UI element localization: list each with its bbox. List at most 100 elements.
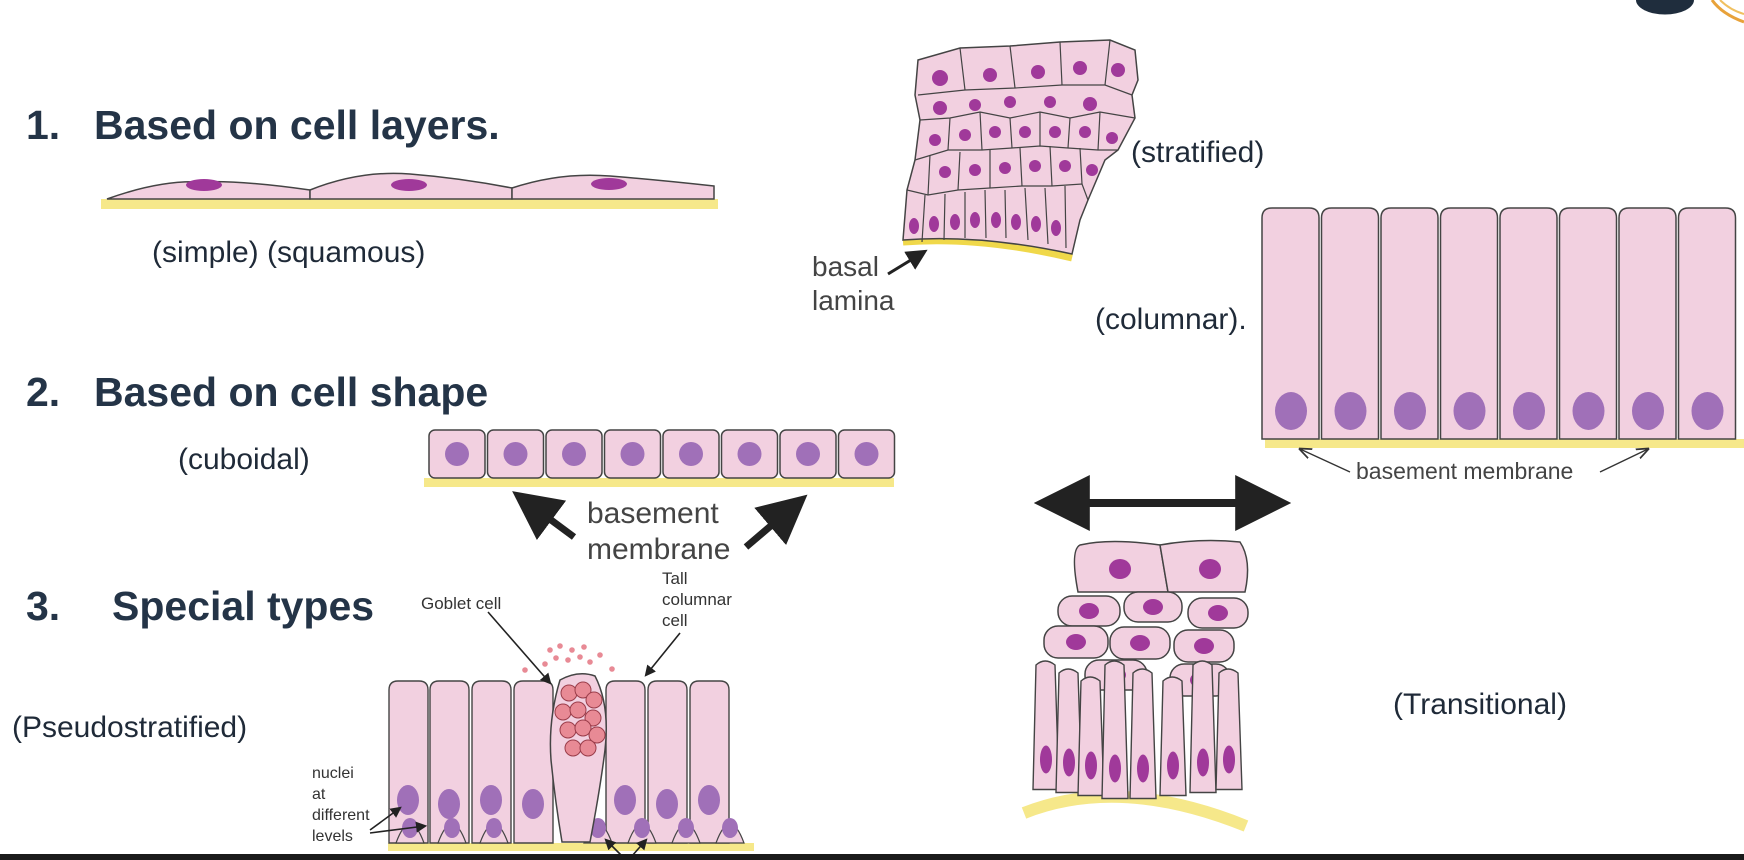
nucleus bbox=[1143, 599, 1163, 615]
columnar-cell bbox=[1439, 207, 1499, 440]
annotation-basement: basement bbox=[587, 497, 719, 530]
squamous-epithelium-illustration bbox=[101, 172, 718, 209]
membrane-band bbox=[101, 199, 718, 209]
mucus-droplet bbox=[553, 655, 559, 661]
annotation-cell: cell bbox=[662, 611, 688, 630]
basement-membrane-arrow-right bbox=[1599, 449, 1648, 473]
annotation-basement-membrane: basement membrane bbox=[1356, 458, 1574, 484]
membrane-band bbox=[1021, 790, 1249, 832]
columnar-cell bbox=[1618, 207, 1677, 440]
transitional-basal-cell bbox=[1129, 668, 1157, 800]
nucleus bbox=[1208, 605, 1228, 621]
goblet-granules bbox=[522, 643, 615, 757]
nucleus bbox=[522, 789, 544, 819]
nucleus bbox=[1632, 392, 1664, 430]
columnar-epithelium-illustration bbox=[1261, 207, 1744, 473]
columnar-cell bbox=[1499, 207, 1558, 440]
basal-lamina-arrow bbox=[887, 249, 928, 276]
nucleus bbox=[1194, 638, 1214, 654]
annotation-tall: Tall bbox=[662, 569, 688, 588]
mucus-droplet bbox=[522, 667, 528, 673]
label-columnar: (columnar). bbox=[1095, 303, 1247, 336]
transitional-basal-cell bbox=[1159, 676, 1187, 797]
mucus-droplet bbox=[597, 652, 603, 658]
nucleus bbox=[1167, 751, 1179, 780]
stratified-nuclei bbox=[909, 61, 1125, 236]
membrane-band bbox=[424, 478, 894, 487]
nuclei-arrow bbox=[369, 806, 402, 831]
nucleus bbox=[1453, 392, 1486, 430]
stratified-epithelium-illustration bbox=[887, 39, 1139, 276]
mucus-granule bbox=[559, 721, 577, 739]
heading-text: Special types bbox=[112, 583, 375, 629]
transitional-basal-cell bbox=[1101, 660, 1129, 800]
columnar-cell bbox=[1677, 207, 1737, 440]
nucleus bbox=[1079, 603, 1099, 619]
nucleus bbox=[1109, 754, 1121, 783]
mucus-granule bbox=[560, 684, 578, 702]
transitional-epithelium-illustration bbox=[1021, 539, 1249, 832]
mucus-droplet bbox=[565, 657, 571, 663]
transitional-basal-cell bbox=[1032, 660, 1060, 791]
columnar-cell bbox=[1320, 207, 1380, 440]
nucleus bbox=[854, 442, 879, 466]
transitional-basal-cell bbox=[1055, 668, 1083, 794]
mucus-droplet bbox=[581, 644, 587, 650]
pseudostratified-cell bbox=[689, 680, 730, 844]
label-transitional: (Transitional) bbox=[1393, 688, 1567, 721]
nucleus bbox=[1109, 559, 1131, 579]
nucleus bbox=[1275, 392, 1307, 430]
heading-cell-layers: 1. Based on cell layers. bbox=[26, 102, 500, 149]
nucleus bbox=[186, 179, 222, 191]
heading-number: 1. bbox=[26, 102, 61, 148]
basement-membrane-arrow-left bbox=[1300, 449, 1351, 473]
nucleus bbox=[1572, 392, 1605, 430]
nucleus bbox=[1063, 748, 1075, 777]
nucleus bbox=[737, 442, 762, 466]
nucleus bbox=[722, 818, 738, 838]
columnar-cell bbox=[1380, 207, 1439, 440]
basal-cell-arrow bbox=[631, 838, 648, 857]
nucleus bbox=[445, 442, 469, 466]
nucleus bbox=[562, 442, 586, 466]
annotation-at: at bbox=[312, 786, 326, 803]
mucus-granule bbox=[574, 719, 592, 737]
nucleus bbox=[634, 818, 650, 838]
nucleus bbox=[1199, 559, 1221, 579]
nucleus bbox=[1040, 745, 1052, 774]
transitional-basal-cell bbox=[1189, 660, 1217, 794]
nucleus bbox=[1130, 635, 1150, 651]
nucleus bbox=[444, 818, 460, 838]
mucus-granule bbox=[579, 739, 597, 757]
nucleus bbox=[591, 178, 627, 190]
annotation-nuclei: nuclei bbox=[312, 765, 354, 782]
nucleus bbox=[1223, 745, 1235, 774]
mucus-droplet bbox=[557, 643, 563, 649]
mucus-droplet bbox=[609, 666, 615, 672]
nucleus bbox=[480, 785, 502, 815]
nucleus bbox=[656, 789, 678, 819]
annotation-basal: basal bbox=[812, 251, 879, 282]
heading-text: Based on cell shape bbox=[94, 369, 489, 415]
label-pseudostratified: (Pseudostratified) bbox=[12, 711, 248, 744]
nucleus bbox=[1513, 392, 1545, 430]
transitional-basal-cell bbox=[1077, 676, 1105, 797]
nucleus bbox=[391, 179, 427, 191]
corner-decoration bbox=[1636, 0, 1744, 24]
annotation-membrane: membrane bbox=[587, 533, 731, 566]
annotation-goblet-cell: Goblet cell bbox=[421, 594, 502, 613]
heading-cell-shape: 2. Based on cell shape bbox=[26, 369, 488, 416]
nucleus bbox=[1197, 748, 1209, 777]
heading-number: 2. bbox=[26, 369, 61, 415]
nucleus bbox=[1137, 754, 1149, 783]
membrane-band bbox=[1265, 439, 1744, 448]
pseudostratified-epithelium-illustration bbox=[369, 611, 754, 857]
mucus-granule bbox=[588, 726, 606, 744]
heading-text: Based on cell layers. bbox=[94, 102, 500, 148]
nucleus bbox=[796, 442, 820, 466]
annotation-levels: levels bbox=[312, 828, 353, 845]
mucus-granule bbox=[585, 691, 603, 709]
nucleus bbox=[614, 785, 636, 815]
mucus-granule bbox=[574, 681, 592, 699]
